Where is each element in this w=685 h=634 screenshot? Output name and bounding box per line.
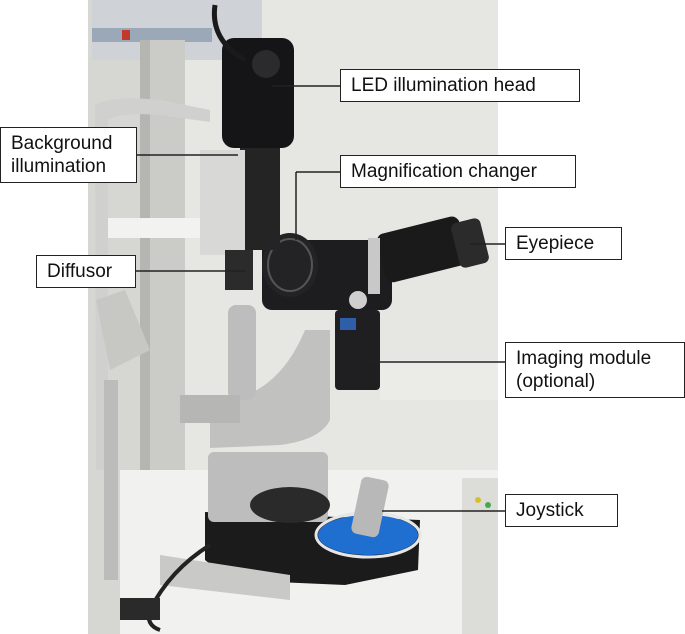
column-stand-shadow (140, 40, 150, 470)
magnification-knob-ring (267, 238, 313, 292)
base-foot (160, 555, 290, 600)
joystick-handle (351, 476, 389, 538)
imaging-module-label (340, 318, 356, 330)
right-console (462, 478, 498, 634)
label-diffusor: Diffusor (36, 255, 136, 288)
eyepiece-tube (376, 216, 469, 283)
upper-panel-strip (92, 28, 212, 42)
led-head-cable (211, 4, 247, 63)
label-led-illumination-head: LED illumination head (340, 69, 580, 102)
led-head-knob (252, 50, 280, 78)
console-led-1 (475, 497, 481, 503)
arm-link (180, 395, 240, 423)
label-eyepiece: Eyepiece (505, 227, 622, 260)
label-magnification-changer: Magnification changer (340, 155, 576, 188)
illumination-tower (200, 150, 245, 255)
headband (108, 218, 203, 238)
silver-knob (349, 291, 367, 309)
arm-joint (228, 305, 256, 400)
floor-plug (120, 598, 160, 620)
red-marker (122, 30, 130, 40)
table-right-ledge (380, 360, 498, 400)
label-imaging-module: Imaging module (optional) (505, 342, 685, 398)
rotating-ring (250, 487, 330, 523)
chin-rest-rod (104, 380, 118, 580)
chin-cup (96, 290, 150, 370)
silver-ring (368, 238, 380, 294)
illumination-column (240, 130, 280, 250)
console-led-2 (485, 502, 491, 508)
label-background-illumination: Background illumination (0, 127, 137, 183)
label-joystick: Joystick (505, 494, 618, 527)
eyepiece-grip (451, 218, 489, 268)
diffusor-mount (225, 250, 253, 290)
